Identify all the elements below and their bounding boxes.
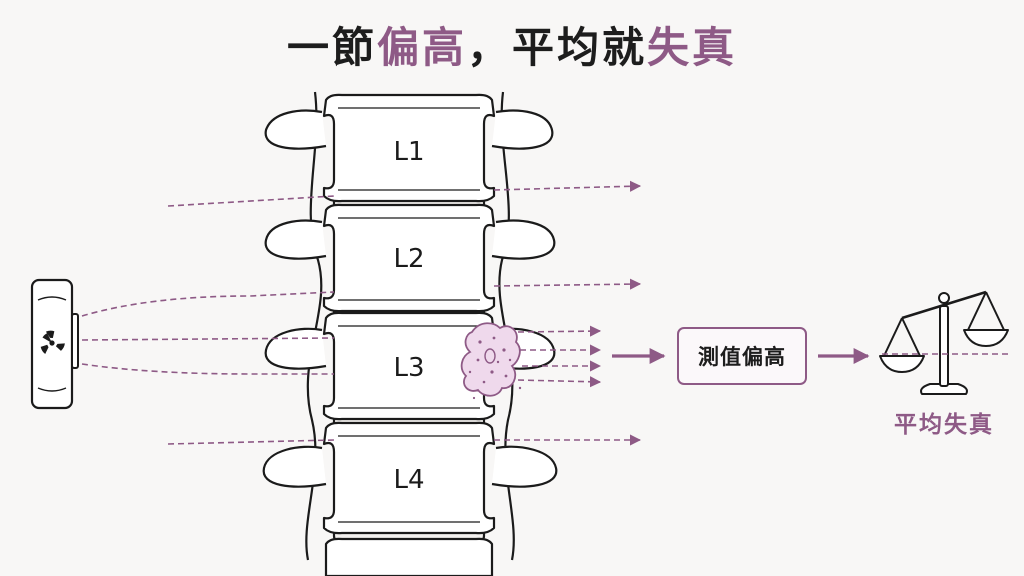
radiation-source-device: [30, 278, 79, 410]
title-part-2: 偏高: [376, 23, 467, 72]
vertebra-l3: [322, 311, 496, 421]
transverse-processes-left: [262, 109, 327, 488]
vertebra-label-l2: L2: [393, 244, 424, 274]
lumbar-spine: [262, 91, 558, 576]
beam-in-5: [167, 439, 335, 445]
vertebra-l1: [322, 93, 496, 203]
diagram-title: 一節偏高，平均就失真: [0, 14, 1024, 75]
beam-in-4: [81, 363, 334, 375]
title-part-1: 一節: [286, 23, 377, 72]
vertebra-label-l4: L4: [393, 465, 424, 495]
result-box: 測值偏高: [677, 327, 807, 385]
vertebra-label-l3: L3: [393, 353, 424, 383]
beam-out-3d: [517, 376, 602, 388]
spine-left-contour: [305, 91, 323, 561]
bone-lesion: [460, 322, 522, 400]
radiation-beams: [81, 180, 642, 446]
vertebra-l5-partial: [324, 537, 494, 576]
beam-out-3a: [517, 325, 602, 337]
scale-label: 平均失真: [894, 412, 994, 438]
title-part-3: ，平均就: [467, 23, 648, 72]
title-part-4: 失真: [647, 23, 738, 72]
vertebra-l4: [322, 421, 496, 535]
result-box-label: 測值偏高: [698, 345, 786, 369]
transverse-processes-right: [491, 109, 558, 488]
beam-in-2: [81, 291, 335, 317]
beam-in-3: [81, 337, 335, 341]
vertebra-l2: [322, 203, 496, 313]
beam-out-1: [493, 180, 642, 192]
radiation-icon: [40, 330, 65, 354]
beam-out-2: [493, 278, 642, 290]
vertebra-label-l1: L1: [393, 137, 424, 167]
beam-in-1: [167, 195, 335, 207]
balance-scale-icon: [879, 290, 1009, 395]
